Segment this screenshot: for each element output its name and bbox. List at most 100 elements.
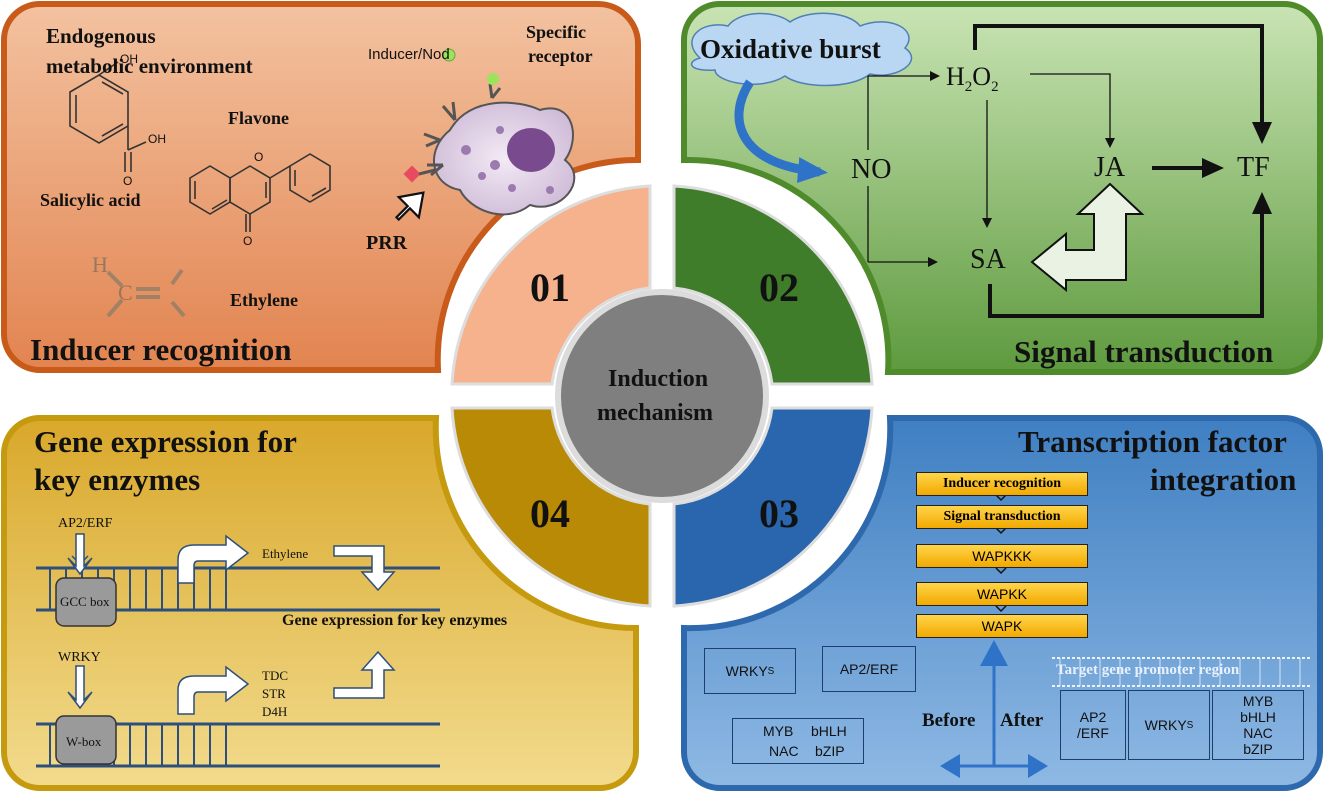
- wedge-02: [672, 184, 874, 386]
- target-bhlh: bHLH: [1240, 709, 1276, 725]
- cascade-box-signal-transduction: Signal transduction: [916, 505, 1088, 529]
- ethylene-label: Ethylene: [230, 290, 299, 310]
- wrkys-text: WRKY: [725, 663, 768, 679]
- wrky-label: WRKY: [58, 650, 101, 665]
- ethylene-h-label: H: [92, 252, 108, 277]
- bhlh-label: bHLH: [811, 723, 847, 739]
- cascade-box-wapkk: WAPKK: [916, 582, 1088, 606]
- target-bzip: bZIP: [1243, 741, 1273, 757]
- target-myb-group-box: MYB bHLH NAC bZIP: [1212, 690, 1304, 760]
- panel4-title-line1: Gene expression for: [34, 424, 297, 459]
- target-ap2-line1: AP2: [1079, 709, 1107, 725]
- ja-label: JA: [1094, 152, 1126, 183]
- panel4-title-line2: key enzymes: [34, 462, 201, 497]
- bzip-label: bZIP: [815, 743, 845, 759]
- wedge-04: [450, 406, 652, 608]
- ap2erf-box-before: AP2/ERF: [822, 646, 916, 692]
- target-nac: NAC: [1243, 725, 1273, 741]
- target-myb: MYB: [1242, 693, 1274, 709]
- gene-expression-bend-arrows: [333, 545, 396, 699]
- w-box-label: W-box: [66, 734, 102, 749]
- str-label: STR: [262, 686, 286, 701]
- oxidative-burst-label: Oxidative burst: [700, 34, 881, 64]
- h2o2-o: O: [972, 62, 992, 91]
- o-label-3: O: [243, 234, 253, 248]
- oh-label-1: OH: [120, 52, 138, 66]
- nac-label: NAC: [769, 743, 799, 759]
- quadrant-number-03: 03: [759, 491, 799, 536]
- prr-label: PRR: [366, 232, 408, 254]
- ethylene-c-label: C: [118, 280, 133, 305]
- center-label-line2: mechanism: [597, 400, 713, 426]
- h2o2-sub2: 2: [991, 79, 999, 96]
- o-label-1: O: [123, 174, 133, 188]
- dna-diagram-lower: [36, 665, 440, 768]
- before-after-axes: [940, 640, 1048, 778]
- panel3-title-line2: integration: [1150, 462, 1297, 497]
- no-label: NO: [851, 154, 892, 185]
- sa-ja-outline-arrow: [1030, 182, 1145, 293]
- panel1-env-line2: metabolic environment: [46, 54, 253, 78]
- ethylene-product-label: Ethylene: [262, 546, 309, 561]
- panel1-env-line1: Endogenous: [46, 24, 156, 48]
- cascade-box-inducer-recognition: Inducer recognition: [916, 472, 1088, 496]
- cascade-box-wapk: WAPK: [916, 614, 1088, 638]
- promoter-ticks: [1059, 658, 1301, 686]
- cascade-arrows: [995, 494, 1007, 613]
- salicylic-acid-label: Salicylic acid: [40, 190, 141, 210]
- salicylic-acid-structure: [69, 61, 147, 172]
- specific-receptor-line2: receptor: [528, 46, 593, 66]
- cascade-box-wapkkk: WAPKKK: [916, 544, 1088, 568]
- before-label: Before: [922, 710, 976, 731]
- panel-inducer-recognition: [1, 1, 641, 373]
- quadrant-number-04: 04: [530, 491, 570, 536]
- target-ap2-line2: /ERF: [1077, 725, 1109, 741]
- promoter-region-label: Target gene promoter region: [1056, 662, 1240, 678]
- oh-label-2: OH: [148, 132, 166, 146]
- promoter-region: [1052, 657, 1310, 687]
- o-label-2: O: [254, 150, 264, 164]
- gcc-box-label: GCC box: [60, 594, 110, 609]
- center-label-line1: Induction: [608, 366, 709, 392]
- wedge-03: [672, 406, 874, 608]
- cell-receptor-illustration: [403, 48, 576, 216]
- prr-arrow: [394, 191, 425, 222]
- ap2erf-label: AP2/ERF: [58, 516, 113, 531]
- burst-curved-arrow: [734, 79, 828, 184]
- h2o2-sub1: 2: [964, 79, 973, 96]
- target-ap2erf-box: AP2 /ERF: [1060, 690, 1126, 760]
- wrkys-sub: S: [767, 665, 775, 677]
- signal-arrows-thin: [867, 71, 1115, 267]
- center-circle: [555, 289, 769, 503]
- panel3-title-line1: Transcription factor: [1018, 424, 1287, 459]
- target-wrkys-sub: S: [1186, 719, 1194, 731]
- inducer-nod-label: Inducer/Nod: [368, 46, 450, 63]
- sa-label: SA: [970, 244, 1006, 275]
- gene-expression-label: Gene expression for key enzymes: [282, 612, 508, 629]
- tdc-label: TDC: [262, 668, 288, 683]
- quadrant-number-01: 01: [530, 265, 570, 310]
- panel-signal-transduction: [681, 1, 1323, 375]
- signal-arrows-thick: [973, 24, 1272, 318]
- quadrant-number-02: 02: [759, 265, 799, 310]
- ethylene-structure: [106, 268, 186, 318]
- panel2-title: Signal transduction: [1014, 334, 1274, 369]
- h2o2-label: H2O2: [946, 62, 999, 96]
- myb-group-box-before: MYB bHLH NAC bZIP: [732, 718, 864, 764]
- flavone-structure: [189, 153, 331, 232]
- panel1-title: Inducer recognition: [30, 332, 292, 367]
- myb-label: MYB: [763, 723, 794, 739]
- panel-gene-expression: [1, 415, 639, 791]
- d4h-label: D4H: [262, 704, 288, 719]
- tf-label: TF: [1237, 152, 1270, 183]
- target-wrkys-text: WRKY: [1144, 717, 1187, 733]
- after-label: After: [1000, 710, 1044, 731]
- oxidative-burst-cloud: [690, 12, 913, 87]
- wedge-01: [450, 184, 652, 386]
- flavone-label: Flavone: [228, 108, 289, 128]
- specific-receptor-line1: Specific: [526, 22, 586, 42]
- h2o2-h: H: [946, 62, 965, 91]
